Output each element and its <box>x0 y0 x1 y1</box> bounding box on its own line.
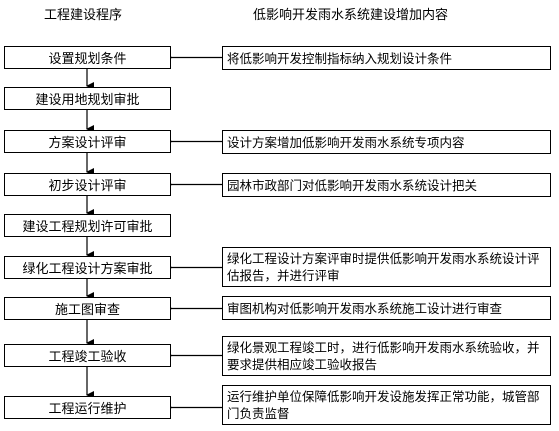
step-label-5: 建设工程规划许可审批 <box>22 220 153 235</box>
step-box-7: 施工图审查 <box>4 297 171 320</box>
right-column-header: 低影响开发雨水系统建设增加内容 <box>253 8 449 23</box>
note-box-1: 将低影响开发控制指标纳入规划设计条件 <box>222 46 551 70</box>
step-box-8: 工程竣工验收 <box>4 344 171 367</box>
step-label-6: 绿化工程设计方案审批 <box>22 262 153 277</box>
note-box-7: 审图机构对低影响开发雨水系统施工设计进行审查 <box>222 296 551 320</box>
step-label-8: 工程竣工验收 <box>48 350 127 365</box>
note-text-3: 设计方案增加低影响开发雨水系统专项内容 <box>227 134 465 150</box>
step-label-2: 建设用地规划审批 <box>35 93 140 108</box>
note-text-4: 园林市政部门对低影响开发雨水系统设计把关 <box>227 177 478 193</box>
step-box-1: 设置规划条件 <box>4 46 171 69</box>
note-box-9: 运行维护单位保障低影响开发设施发挥正常功能，城管部门负责监督 <box>222 385 551 425</box>
step-box-9: 工程运行维护 <box>4 396 171 419</box>
note-box-8: 绿化景观工程竣工时，进行低影响开发雨水系统验收，并要求提供相应竣工验收报告 <box>222 336 551 376</box>
step-box-3: 方案设计评审 <box>4 130 171 153</box>
note-text-8: 绿化景观工程竣工时，进行低影响开发雨水系统验收，并要求提供相应竣工验收报告 <box>227 340 540 372</box>
note-text-7: 审图机构对低影响开发雨水系统施工设计进行审查 <box>227 300 503 316</box>
note-text-6: 绿化工程设计方案评审时提供低影响开发雨水系统设计评估报告，并进行评审 <box>227 251 540 283</box>
step-box-2: 建设用地规划审批 <box>4 87 171 110</box>
step-box-6: 绿化工程设计方案审批 <box>4 256 171 279</box>
step-box-4: 初步设计评审 <box>4 173 171 196</box>
step-label-4: 初步设计评审 <box>48 179 127 194</box>
note-text-1: 将低影响开发控制指标纳入规划设计条件 <box>227 50 453 66</box>
left-column-header: 工程建设程序 <box>44 8 123 23</box>
note-box-4: 园林市政部门对低影响开发雨水系统设计把关 <box>222 173 551 197</box>
step-label-7: 施工图审查 <box>54 303 120 318</box>
step-box-5: 建设工程规划许可审批 <box>4 214 171 237</box>
step-label-3: 方案设计评审 <box>48 136 127 151</box>
note-box-6: 绿化工程设计方案评审时提供低影响开发雨水系统设计评估报告，并进行评审 <box>222 247 551 287</box>
step-label-1: 设置规划条件 <box>48 52 127 67</box>
note-box-3: 设计方案增加低影响开发雨水系统专项内容 <box>222 130 551 154</box>
step-label-9: 工程运行维护 <box>48 402 127 417</box>
note-text-9: 运行维护单位保障低影响开发设施发挥正常功能，城管部门负责监督 <box>227 389 540 421</box>
